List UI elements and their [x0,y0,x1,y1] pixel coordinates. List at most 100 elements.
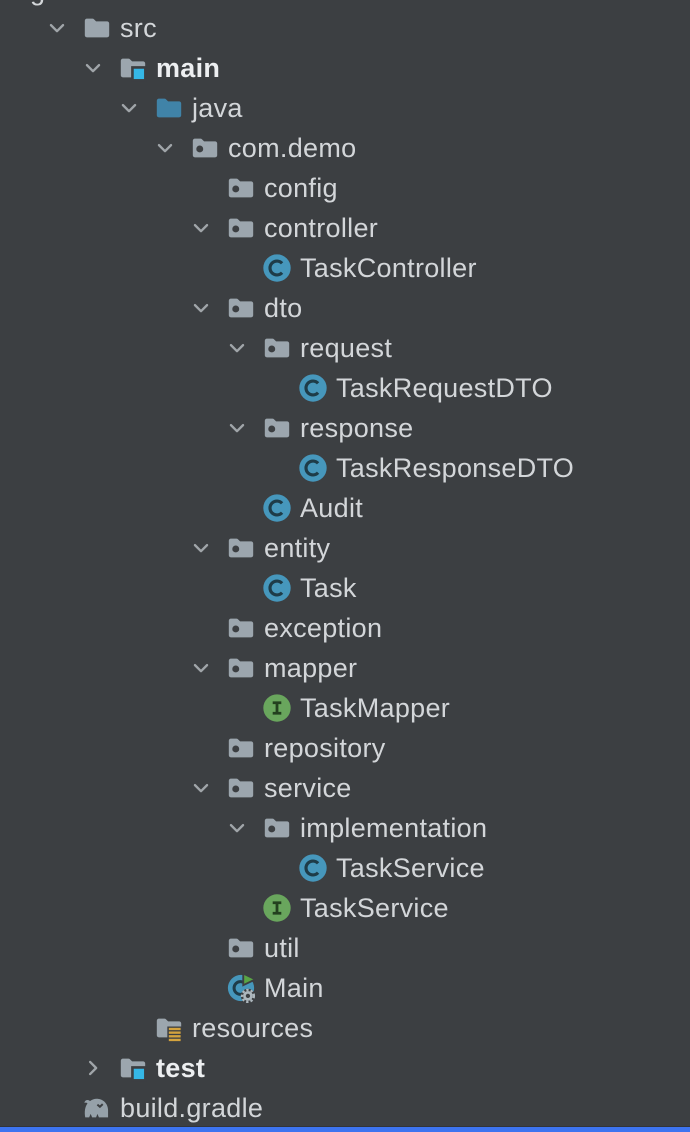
chevron-down-icon[interactable] [226,808,262,848]
chevron-spacer [46,1088,82,1128]
tree-row-request[interactable]: request [0,328,690,368]
chevron-spacer [226,248,262,288]
chevron-spacer [226,888,262,928]
chevron-down-icon[interactable] [154,128,190,168]
tree-row-implementation[interactable]: implementation [0,808,690,848]
tree-row-label: util [264,932,300,963]
tree-row-resources[interactable]: resources [0,1008,690,1048]
tree-row-test[interactable]: test [0,1048,690,1088]
tree-row-label: TaskResponseDTO [336,452,575,483]
tree-row-dto[interactable]: dto [0,288,690,328]
chevron-down-icon[interactable] [190,528,226,568]
tree-row-audit[interactable]: Audit [0,488,690,528]
tree-row-taskservice[interactable]: TaskService [0,888,690,928]
tree-row-label: config [264,172,338,203]
tree-row-response[interactable]: response [0,408,690,448]
tree-row-repository[interactable]: repository [0,728,690,768]
tree-row-label: java [192,92,243,123]
tree-row-label: response [300,412,414,443]
tree-row-label: mapper [264,652,358,683]
package-icon [226,533,256,563]
tree-row-label: Main [264,972,324,1003]
tree-row-label: test [156,1052,206,1083]
chevron-down-icon[interactable] [190,768,226,808]
package-icon [226,733,256,763]
tree-row-taskcontroller[interactable]: TaskController [0,248,690,288]
class-icon [298,453,328,483]
tree-row-build-gradle[interactable]: build.gradle [0,1088,690,1128]
class-icon [298,853,328,883]
tree-row-label: main [156,52,221,83]
tree-row-main[interactable]: Main [0,968,690,1008]
package-icon [190,133,220,163]
tree-row-taskmapper[interactable]: TaskMapper [0,688,690,728]
tree-row-exception[interactable]: exception [0,608,690,648]
chevron-down-icon[interactable] [226,408,262,448]
chevron-down-icon[interactable] [82,48,118,88]
tree-row-main[interactable]: main [0,48,690,88]
tree-row-label: com.demo [228,132,357,163]
tree-row-label: Audit [300,492,364,523]
chevron-spacer [226,568,262,608]
chevron-spacer [226,688,262,728]
tree-row-label: src [120,12,157,43]
tree-row-java[interactable]: java [0,88,690,128]
tree-row-label: build.gradle [120,1092,264,1123]
class-icon [262,493,292,523]
chevron-spacer [118,1008,154,1048]
tree-row-label: dto [264,292,303,323]
chevron-spacer [190,728,226,768]
chevron-spacer [262,368,298,408]
chevron-down-icon[interactable] [190,208,226,248]
tree-row-label: request [300,332,393,363]
chevron-right-icon[interactable] [82,1048,118,1088]
tree-row-config[interactable]: config [0,168,690,208]
tree-row-src[interactable]: src [0,8,690,48]
chevron-spacer [262,848,298,888]
package-icon [226,613,256,643]
tree-row-task[interactable]: Task [0,568,690,608]
package-icon [226,773,256,803]
interface-icon [262,693,292,723]
tree-row-label: resources [192,1012,314,1043]
tree-row-taskresponsedto[interactable]: TaskResponseDTO [0,448,690,488]
chevron-spacer [226,488,262,528]
tree-row-controller[interactable]: controller [0,208,690,248]
tree-row-label: TaskService [300,892,449,923]
tree-row-label: exception [264,612,383,643]
chevron-spacer [190,928,226,968]
chevron-down-icon[interactable] [226,328,262,368]
package-icon [226,293,256,323]
tree-row-entity[interactable]: entity [0,528,690,568]
tree-row-util[interactable]: util [0,928,690,968]
java-source-folder-icon [154,93,184,123]
tree-row-label: TaskController [300,252,477,283]
tree-row-taskrequestdto[interactable]: TaskRequestDTO [0,368,690,408]
tree-row-label: TaskMapper [300,692,451,723]
source-root-folder-icon [118,53,148,83]
chevron-spacer [262,448,298,488]
chevron-down-icon[interactable] [46,8,82,48]
class-icon [262,253,292,283]
tree-row-com-demo[interactable]: com.demo [0,128,690,168]
class-icon [298,373,328,403]
tree-row-taskservice[interactable]: TaskService [0,848,690,888]
tree-row-label: repository [264,732,386,763]
chevron-down-icon[interactable] [190,648,226,688]
chevron-down-icon[interactable] [118,88,154,128]
package-icon [262,333,292,363]
tree-row-label: TaskRequestDTO [336,372,553,403]
package-icon [226,653,256,683]
class-icon [262,573,292,603]
tree-row-label: Task [300,572,357,603]
tree-row-mapper[interactable]: mapper [0,648,690,688]
clipped-row-remnant: g [30,0,45,7]
chevron-spacer [190,968,226,1008]
bottom-accent-bar [0,1126,690,1132]
tree-row-service[interactable]: service [0,768,690,808]
tree-row-label: controller [264,212,379,243]
tree-row-label: entity [264,532,331,563]
chevron-spacer [190,608,226,648]
chevron-down-icon[interactable] [190,288,226,328]
